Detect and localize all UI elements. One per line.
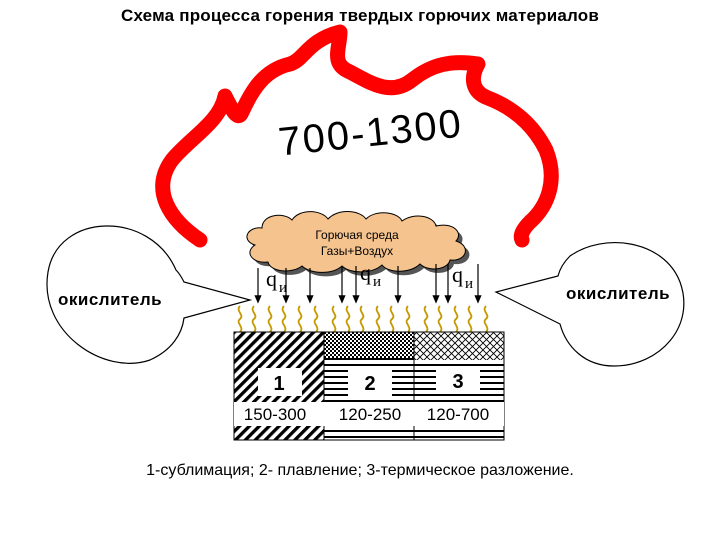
heat-flux-arrows	[254, 264, 482, 304]
material-number-3: 3	[452, 371, 463, 393]
oxidizer-bubble-left	[46, 225, 253, 364]
cloud-label-line2: Газы+Воздух	[321, 244, 393, 258]
gas-squiggle	[405, 305, 411, 333]
material-number-2: 2	[364, 373, 375, 395]
diagram-caption: 1-сублимация; 2- плавление; 3-термическо…	[146, 462, 574, 479]
material-number-1: 1	[273, 373, 284, 395]
gas-squiggle	[237, 305, 243, 333]
combustible-medium-cloud	[246, 211, 470, 277]
svg-text:q: q	[452, 262, 463, 287]
flame-outline	[155, 24, 559, 248]
svg-text:q: q	[266, 266, 277, 291]
heat-flux-label-2: q и	[360, 260, 381, 290]
flame-temperature: 700-1300	[276, 102, 465, 165]
gas-squiggle	[453, 305, 459, 333]
cloud-label-line1: Горючая среда	[315, 228, 399, 242]
gas-squiggle	[267, 305, 273, 333]
gas-squiggle	[467, 305, 473, 333]
gas-squiggle	[389, 305, 395, 333]
svg-text:и: и	[465, 276, 473, 292]
material-block-3	[413, 331, 505, 441]
diagram-title: Схема процесса горения твердых горючих м…	[120, 6, 600, 25]
gas-squiggles	[237, 305, 489, 333]
gas-squiggle	[345, 305, 351, 333]
gas-squiggle	[281, 305, 287, 333]
oxidizer-bubble-right	[494, 242, 685, 367]
svg-text:и: и	[373, 274, 381, 290]
svg-text:и: и	[279, 280, 287, 296]
gas-squiggle	[297, 305, 303, 333]
gas-squiggle	[423, 305, 429, 333]
gas-squiggle	[375, 305, 381, 333]
gas-squiggle	[251, 305, 257, 333]
material-block-2	[323, 331, 415, 441]
svg-text:q: q	[360, 260, 371, 285]
gas-squiggle	[483, 305, 489, 333]
material-temp-range-2: 120-250	[339, 405, 401, 424]
heat-flux-label-3: q и	[452, 262, 473, 292]
gas-squiggle	[437, 305, 443, 333]
material-temp-range-3: 120-700	[427, 405, 489, 424]
gas-squiggle	[359, 305, 365, 333]
heat-flux-label-1: q и	[266, 266, 287, 296]
oxidizer-label-right: окислитель	[566, 284, 671, 303]
material-temp-range-1: 150-300	[244, 405, 306, 424]
gas-squiggle	[331, 305, 337, 333]
gas-squiggle	[313, 305, 319, 333]
oxidizer-label-left: окислитель	[58, 290, 163, 309]
